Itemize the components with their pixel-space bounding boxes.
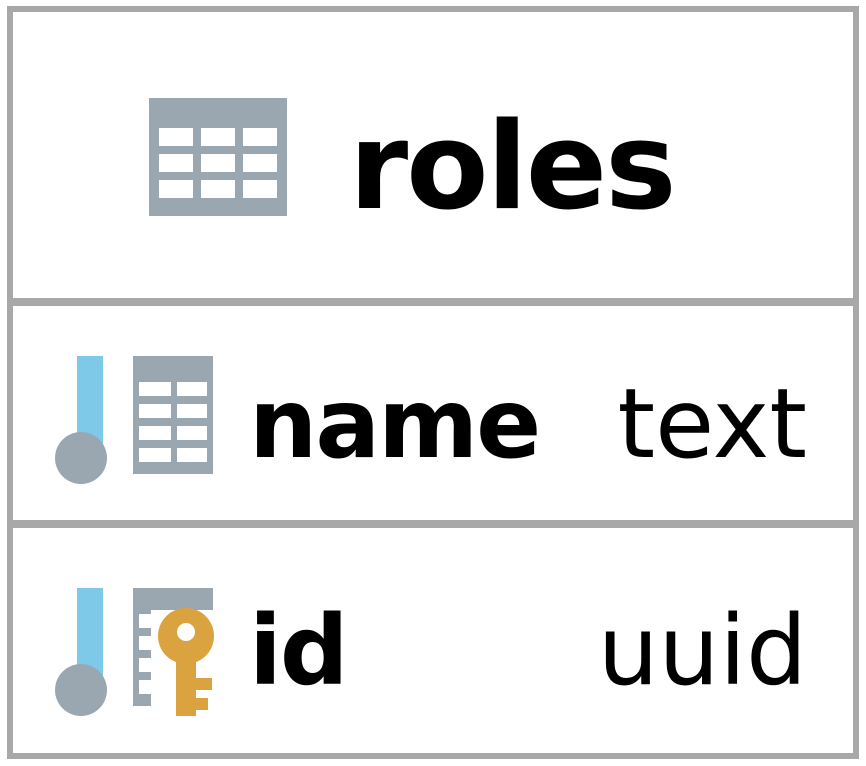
entity-box-roles[interactable]: roles name text (7, 6, 859, 759)
entity-title: roles (349, 98, 677, 237)
entity-header[interactable]: roles (19, 18, 847, 298)
table-icon (149, 98, 287, 216)
row-divider (13, 520, 853, 528)
entity-inner: roles name text (13, 18, 853, 747)
header-divider (13, 298, 853, 306)
column-row-id[interactable]: id uuid (19, 528, 847, 753)
column-icon (55, 356, 213, 484)
column-name: name (249, 368, 541, 480)
column-row-name[interactable]: name text (19, 306, 847, 520)
column-name: id (249, 595, 349, 707)
primary-key-column-icon (55, 588, 215, 718)
column-type: text (617, 368, 807, 480)
key-icon (151, 608, 215, 718)
column-type: uuid (597, 595, 807, 707)
